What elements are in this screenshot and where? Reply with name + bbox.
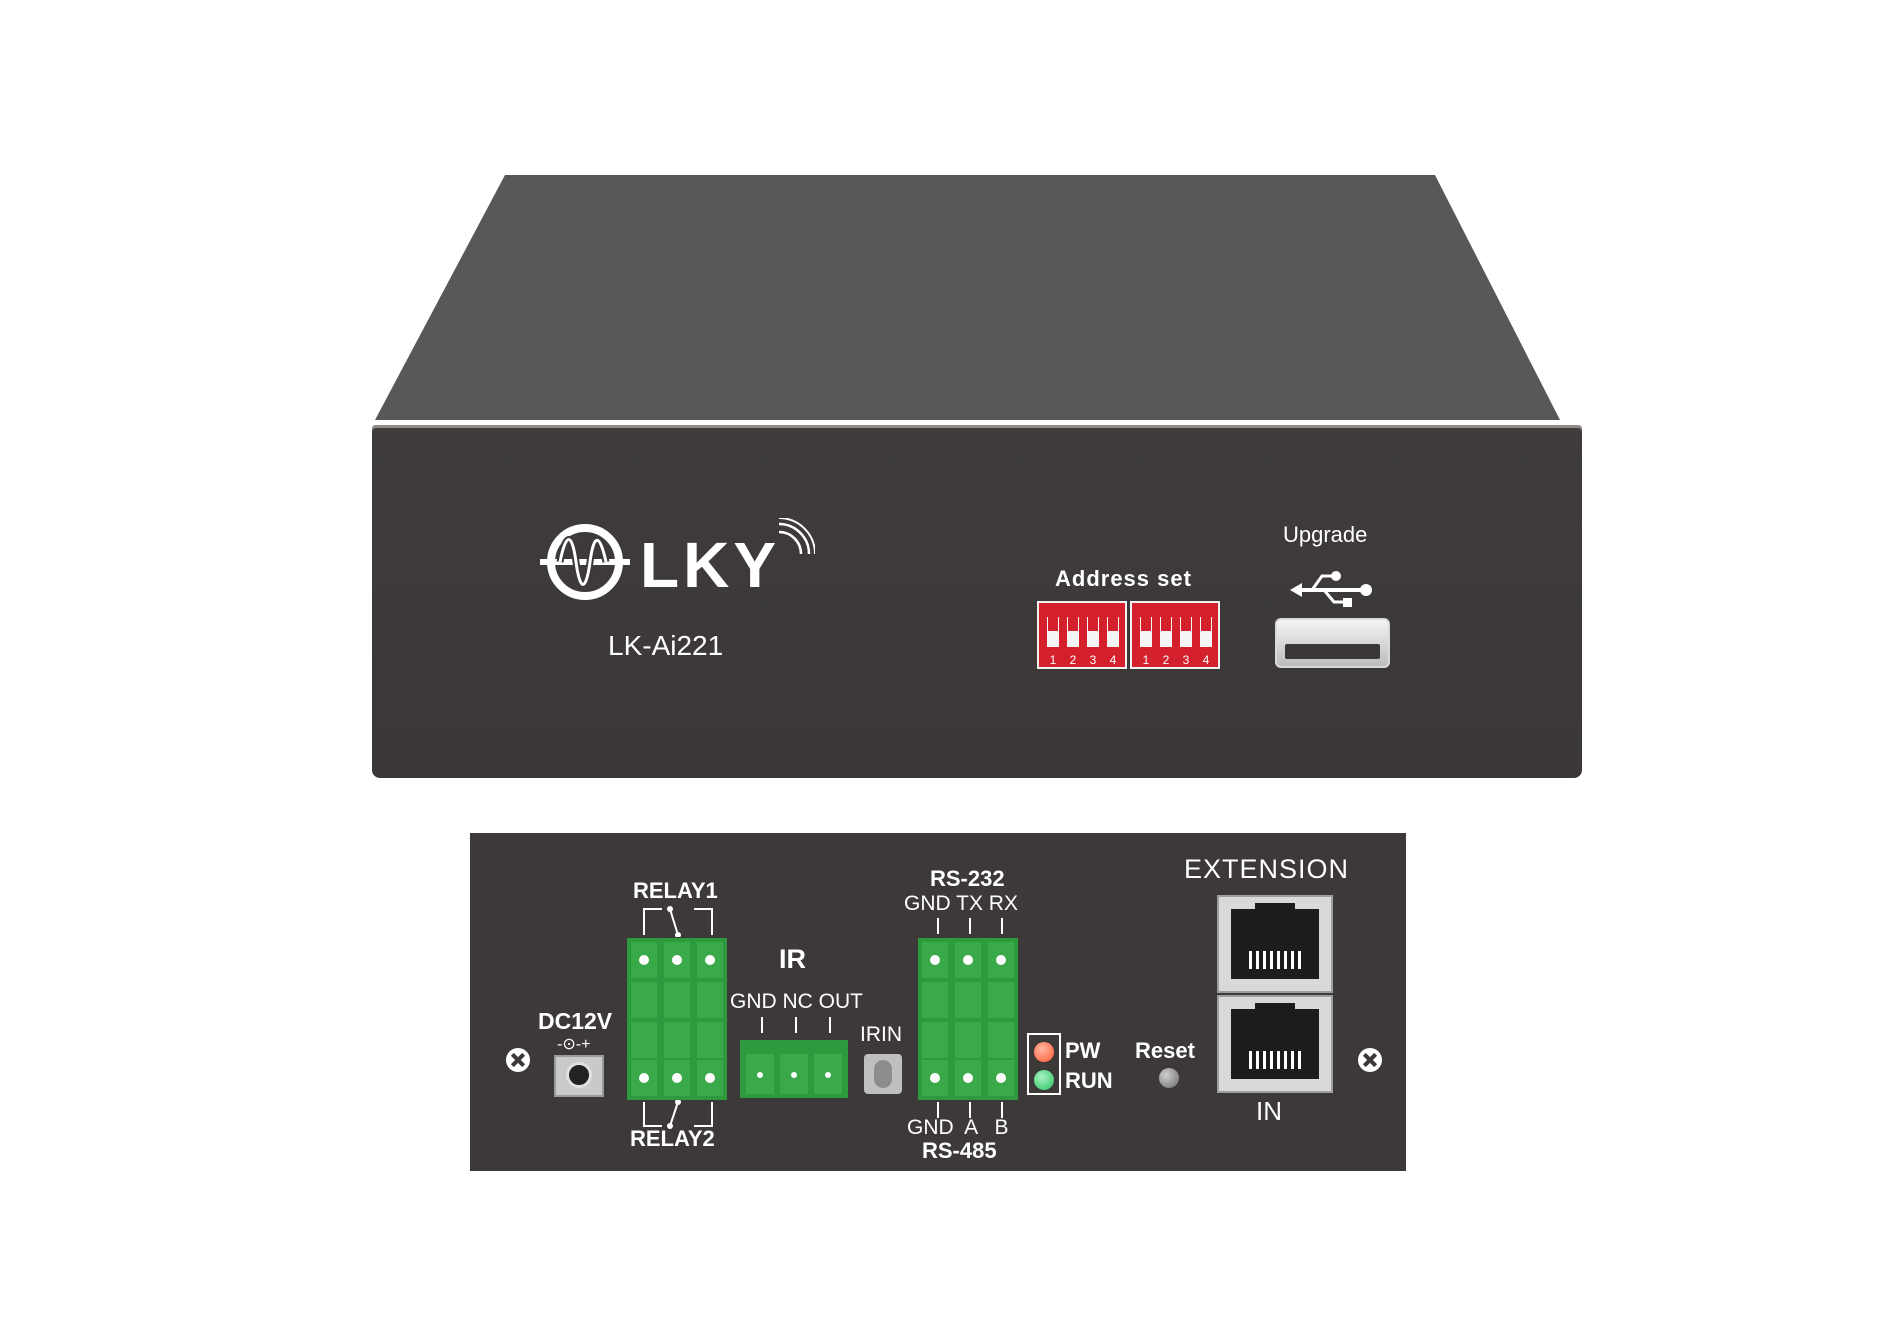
dip-number: 4 [1202, 653, 1210, 667]
ir-receiver-sensor [864, 1054, 902, 1094]
brand-name: LKY [640, 529, 780, 601]
dc12v-label: DC12V [538, 1008, 613, 1034]
ir-terminal-block[interactable] [740, 1040, 848, 1098]
polarity-label: -⊙-+ [557, 1036, 591, 1053]
dip-number: 3 [1089, 653, 1097, 667]
upgrade-label: Upgrade [1283, 522, 1368, 547]
rs485-pins-label: GND A B [907, 1116, 1009, 1139]
relay1-label: RELAY1 [633, 878, 718, 903]
ir-pin-ticks [761, 1017, 831, 1033]
pw-label: PW [1065, 1038, 1101, 1063]
irin-label: IRIN [860, 1023, 902, 1046]
usb-upgrade-port[interactable] [1275, 618, 1390, 668]
rs232-pin-ticks [937, 918, 1003, 934]
in-label: IN [1256, 1096, 1282, 1126]
wireless-signal-icon [778, 518, 815, 555]
usb-icon [1290, 571, 1372, 607]
status-led-box [1027, 1033, 1061, 1095]
dip-number: 2 [1069, 653, 1077, 667]
rs232-rs485-terminal-block[interactable] [918, 938, 1018, 1100]
dip-number: 4 [1109, 653, 1117, 667]
screw-icon [1358, 1048, 1382, 1072]
relay2-switch-icon [643, 1100, 713, 1129]
rj45-extension-port[interactable] [1217, 895, 1333, 993]
ir-label: IR [779, 944, 806, 974]
rj45-in-port[interactable] [1217, 995, 1333, 1093]
dc-power-jack[interactable] [554, 1055, 604, 1097]
dip-switch-2[interactable]: 1 2 3 4 [1130, 601, 1220, 669]
rs232-pins-label: GND TX RX [904, 892, 1018, 915]
reset-button[interactable] [1159, 1068, 1179, 1088]
dip-number: 3 [1182, 653, 1190, 667]
ir-pins-label: GND NC OUT [730, 990, 863, 1013]
address-set-label: Address set [1055, 566, 1192, 591]
rs232-label: RS-232 [930, 866, 1005, 891]
rs485-pin-ticks [937, 1102, 1003, 1118]
dip-number: 1 [1142, 653, 1150, 667]
run-label: RUN [1065, 1068, 1113, 1093]
rs485-label: RS-485 [922, 1138, 997, 1163]
model-label: LK-Ai221 [608, 630, 724, 661]
reset-label: Reset [1135, 1038, 1195, 1063]
relay-terminal-block[interactable] [627, 938, 727, 1100]
run-led [1034, 1070, 1054, 1090]
device-top-cover [375, 175, 1560, 420]
dip-switch-1[interactable]: 1 2 3 4 [1037, 601, 1127, 669]
device-front-panel [372, 425, 1582, 778]
dip-number: 2 [1162, 653, 1170, 667]
relay1-switch-icon [643, 906, 713, 937]
pw-led [1034, 1042, 1054, 1062]
relay2-label: RELAY2 [630, 1126, 715, 1151]
dip-number: 1 [1049, 653, 1057, 667]
lky-logo-icon [540, 524, 630, 600]
extension-label: EXTENSION [1184, 854, 1350, 884]
screw-icon [506, 1048, 530, 1072]
